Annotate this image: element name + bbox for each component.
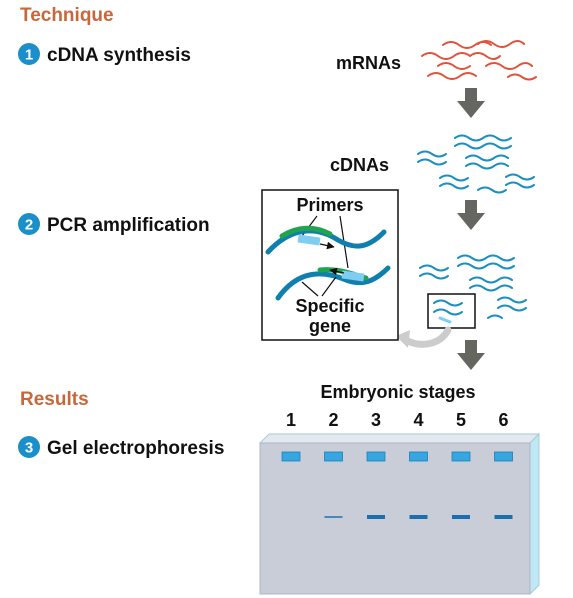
step-3-number: 3 <box>25 440 33 457</box>
step-3: 3 Gel electrophoresis <box>18 436 224 459</box>
cdna-strand <box>505 181 535 189</box>
primers-label: Primers <box>296 195 363 215</box>
cdna-strand <box>439 174 469 182</box>
lane-numbers: 1 2 3 4 5 6 <box>286 410 509 430</box>
gel <box>258 432 541 596</box>
technique-heading: Technique <box>20 5 114 26</box>
cdna-strand <box>417 150 447 158</box>
gel-side-face <box>529 432 540 596</box>
amplified-strand <box>497 296 527 304</box>
step-1-label: cDNA synthesis <box>47 45 191 66</box>
amplified-strand <box>457 262 515 270</box>
down-arrow <box>457 340 485 370</box>
lane-number: 3 <box>371 410 381 430</box>
primers-inset <box>261 189 399 341</box>
cdna-strands <box>417 134 535 194</box>
embryonic-stages-label: Embryonic stages <box>320 382 475 402</box>
highlight-box <box>427 293 476 329</box>
cdna-strand <box>505 173 535 181</box>
gel-wells <box>281 451 513 462</box>
mrna-strand <box>477 40 525 48</box>
lane-number: 2 <box>328 410 338 430</box>
mrna-strand <box>442 41 492 49</box>
amplified-strand <box>419 264 449 272</box>
lane-number: 5 <box>456 410 466 430</box>
step-1: 1 cDNA synthesis <box>18 43 191 66</box>
cdna-strand <box>454 134 512 142</box>
mrna-strands <box>421 40 537 81</box>
amplified-strand <box>469 276 513 284</box>
gel-top-face <box>258 433 541 444</box>
mrna-strand <box>469 52 501 60</box>
mrna-strand <box>437 62 471 70</box>
cdna-strand <box>465 154 509 162</box>
mrnas-label: mRNAs <box>336 53 401 73</box>
gel-band <box>367 515 385 519</box>
step-3-label: Gel electrophoresis <box>47 438 224 459</box>
cdna-strand <box>417 158 447 166</box>
step-1-number: 1 <box>25 47 33 64</box>
primer-bottom <box>341 270 365 282</box>
amplified-strand <box>487 314 503 319</box>
gel-band <box>324 516 343 518</box>
zoom-arrow <box>402 326 452 348</box>
step-2: 2 PCR amplification <box>18 213 210 236</box>
cdna-strand <box>439 182 469 190</box>
amplified-strands <box>419 254 527 319</box>
down-arrow <box>457 200 485 230</box>
cdnas-label: cDNAs <box>330 155 389 175</box>
amplified-strand <box>419 272 449 280</box>
primer-top-arrow <box>319 241 335 250</box>
gel-band <box>452 515 470 519</box>
gel-well <box>409 451 428 462</box>
gel-band <box>409 515 428 519</box>
gel-well <box>281 451 301 462</box>
step-1-number-circle <box>18 43 40 65</box>
results-heading: Results <box>20 389 89 410</box>
cdna-strand <box>477 186 507 194</box>
step-2-label: PCR amplification <box>47 215 210 236</box>
mrna-strand <box>427 72 477 80</box>
mrna-strand <box>421 52 471 60</box>
lane-number: 6 <box>498 410 508 430</box>
cdna-strand <box>465 162 509 170</box>
zoom-arrow-head <box>396 330 410 348</box>
primer-top <box>297 234 321 246</box>
specific-gene-label-line1: Specific <box>295 296 364 316</box>
step-2-number: 2 <box>25 217 33 234</box>
step-3-number-circle <box>18 436 40 458</box>
cdna-strand <box>454 142 512 150</box>
dna-strand-top <box>265 225 387 255</box>
amplified-strand <box>497 304 527 312</box>
specific-gene-label-line2: gene <box>309 316 351 336</box>
lane-number: 4 <box>413 410 423 430</box>
amplified-strand <box>469 284 513 292</box>
gel-well <box>451 451 471 462</box>
gel-well <box>324 451 343 462</box>
mrna-strand <box>485 62 533 70</box>
gel-bands <box>324 515 513 519</box>
gel-band <box>494 515 513 519</box>
gel-well <box>494 451 513 462</box>
gel-well <box>366 451 386 462</box>
step-2-number-circle <box>18 213 40 235</box>
gel-front-face <box>259 442 531 595</box>
lane-number: 1 <box>286 410 296 430</box>
primer-bottom-arrow <box>329 267 345 276</box>
highlighted-strand <box>433 299 463 324</box>
down-arrow <box>457 88 485 118</box>
mrna-strand <box>507 73 537 81</box>
amplified-strand <box>457 254 515 262</box>
